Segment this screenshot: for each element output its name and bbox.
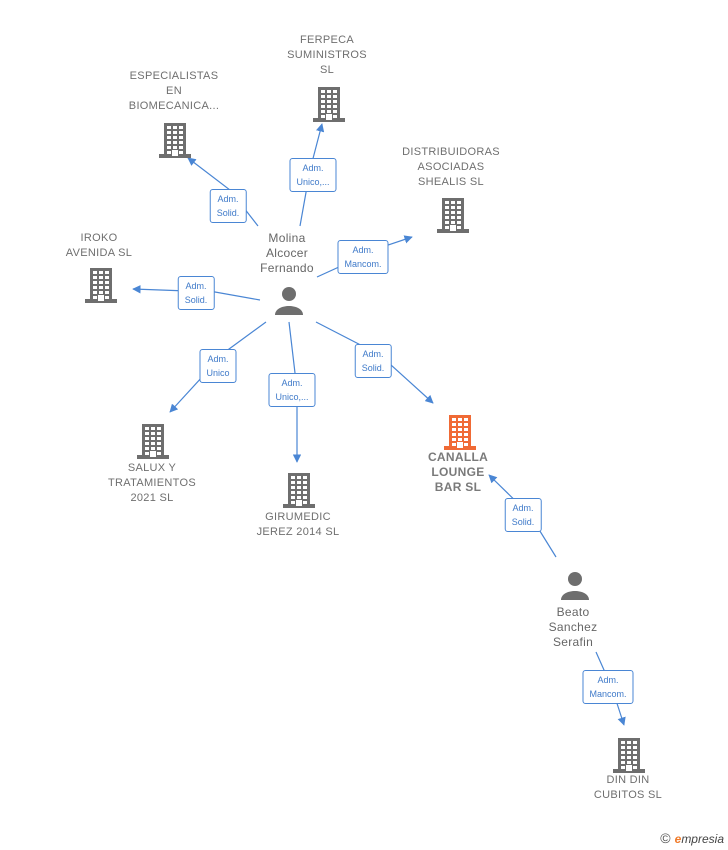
focus-company-building-icon[interactable] [443, 413, 477, 451]
edge-role-text: Adm. [207, 354, 229, 364]
company-name-line: FERPECA [299, 34, 355, 46]
company-name-c1[interactable]: ESPECIALISTAS EN BIOMECANICA... [129, 69, 219, 114]
edge-role-text: Adm. [362, 349, 384, 359]
edge-role-text: Adm. [217, 194, 239, 204]
edge-role-e8[interactable]: Adm. Solid. [504, 498, 542, 532]
company-name-line: TRATAMIENTOS [108, 477, 196, 489]
company-name-line: CANALLA [427, 450, 489, 464]
edge-role-text: Unico,... [296, 177, 330, 187]
edge-line-e4 [132, 285, 261, 301]
company-name-line: CUBITOS SL [593, 789, 663, 801]
company-name-line: SHEALIS SL [418, 176, 484, 188]
company-building-icon[interactable] [158, 121, 192, 159]
company-name-line: GIRUMEDIC [265, 511, 331, 523]
company-name-line: LOUNGE [431, 465, 485, 479]
person-icon[interactable] [274, 286, 304, 316]
edge-role-e9[interactable]: Adm. Mancom. [582, 670, 634, 704]
person-name-line: Beato [556, 605, 590, 619]
edge-role-text: Solid. [361, 363, 385, 373]
company-name-line: ESPECIALISTAS [129, 70, 219, 82]
edge-role-text: Solid. [511, 517, 535, 527]
person-name-line: Fernando [260, 261, 314, 275]
edge-role-e4[interactable]: Adm. Solid. [177, 276, 215, 310]
edge-role-e7[interactable]: Adm. Solid. [354, 344, 392, 378]
copyright-icon: © [660, 830, 671, 846]
edge-role-text: Adm. [352, 245, 374, 255]
company-name-line: AVENIDA SL [65, 247, 133, 259]
company-name-line: BIOMECANICA... [128, 100, 220, 112]
edge-role-text: Unico [206, 368, 230, 378]
person-name-line: Alcocer [265, 246, 309, 260]
company-name-c8[interactable]: DIN DIN CUBITOS SL [594, 773, 662, 803]
company-name-line: SALUX Y [127, 462, 177, 474]
company-name-c5[interactable]: SALUX Y TRATAMIENTOS 2021 SL [108, 461, 196, 506]
edge-role-e6[interactable]: Adm. Unico,... [268, 373, 316, 407]
company-name-c2[interactable]: FERPECA SUMINISTROS SL [287, 33, 367, 78]
person-icon[interactable] [560, 571, 590, 601]
edge-role-e1[interactable]: Adm. Solid. [209, 189, 247, 223]
edge-role-text: Mancom. [589, 689, 627, 699]
company-building-icon[interactable] [282, 471, 316, 509]
edge-role-e3[interactable]: Adm. Mancom. [337, 240, 389, 274]
edge-role-text: Solid. [184, 295, 208, 305]
edge-role-text: Adm. [512, 503, 534, 513]
edge-role-text: Solid. [216, 208, 240, 218]
edge-role-text: Mancom. [344, 259, 382, 269]
edge-role-text: Adm. [185, 281, 207, 291]
edge-role-text: Adm. [302, 163, 324, 173]
edge-role-text: Adm. [281, 378, 303, 388]
company-name-c4[interactable]: IROKO AVENIDA SL [66, 231, 132, 261]
company-name-line: EN [166, 85, 182, 97]
edge-role-text: Unico,... [275, 392, 309, 402]
company-name-line: DIN DIN [606, 774, 650, 786]
person-name-line: Sanchez [548, 620, 598, 634]
company-name-line: 2021 SL [130, 492, 174, 504]
person-name-line: Serafin [552, 635, 594, 649]
company-building-icon[interactable] [312, 85, 346, 123]
company-building-icon[interactable] [612, 736, 646, 774]
company-building-icon[interactable] [84, 266, 118, 304]
company-name-line: ASOCIADAS [417, 161, 485, 173]
company-name-c3[interactable]: DISTRIBUIDORAS ASOCIADAS SHEALIS SL [402, 145, 500, 190]
brand-initial: e [674, 832, 682, 846]
company-name-line: BAR SL [434, 480, 482, 494]
company-building-icon[interactable] [136, 422, 170, 460]
company-name-c6[interactable]: GIRUMEDIC JEREZ 2014 SL [257, 510, 340, 540]
company-name-line: DISTRIBUIDORAS [402, 146, 500, 158]
person-name-line: Molina [268, 231, 306, 245]
copyright-notice: ©empresia [660, 830, 724, 846]
edge-role-e2[interactable]: Adm. Unico,... [289, 158, 337, 192]
company-building-icon[interactable] [436, 196, 470, 234]
company-name-line: SL [319, 64, 335, 76]
edge-role-e5[interactable]: Adm. Unico [199, 349, 237, 383]
brand-name: mpresia [681, 832, 724, 846]
company-name-line: JEREZ 2014 SL [256, 526, 340, 538]
company-name-line: IROKO [80, 232, 118, 244]
edge-role-text: Adm. [597, 675, 619, 685]
company-name-line: SUMINISTROS [287, 49, 367, 61]
